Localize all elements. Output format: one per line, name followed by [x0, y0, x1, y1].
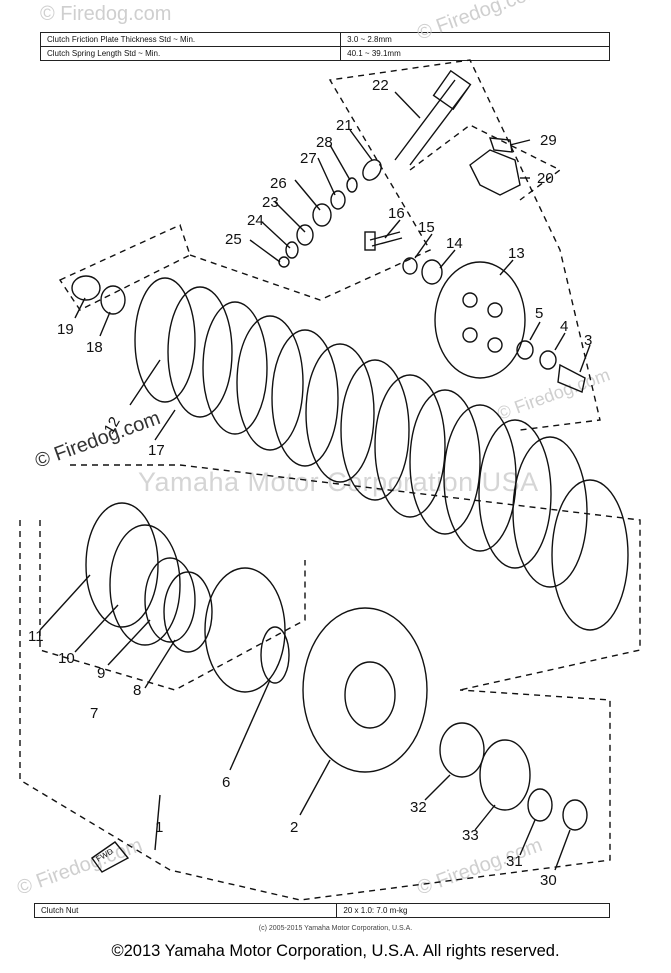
part-label-6: 6 [222, 774, 230, 791]
part-label-32: 32 [410, 799, 427, 816]
part-label-8: 8 [133, 682, 141, 699]
part-label-33: 33 [462, 827, 479, 844]
spring-plate-9 [144, 557, 196, 643]
washer-24 [285, 241, 299, 259]
plate-stack [134, 277, 629, 631]
needle-bearing-33 [479, 739, 531, 811]
dashed-outline-plates [70, 464, 641, 691]
part-label-3: 3 [584, 332, 592, 349]
part-label-22: 22 [372, 77, 389, 94]
part-label-18: 18 [86, 339, 103, 356]
part-label-7: 7 [90, 705, 98, 722]
part-label-11: 11 [28, 628, 44, 645]
part-label-29: 29 [540, 132, 557, 149]
primary-driven-gear-2 [302, 607, 428, 773]
part-label-13: 13 [508, 245, 525, 262]
clip-29 [488, 137, 513, 153]
dashed-outline-upper [189, 59, 601, 431]
spring-14 [421, 259, 443, 285]
part-label-4: 4 [560, 318, 568, 335]
part-label-9: 9 [97, 665, 105, 682]
lock-washer-18 [100, 285, 126, 315]
spec-value: 20 x 1.0: 7.0 m-kg [336, 903, 610, 918]
nut-23 [296, 224, 314, 246]
bolt-head [364, 231, 376, 251]
watermark-firedog: © Firedog.com [414, 0, 545, 45]
plate-11 [85, 502, 159, 628]
washer-30 [562, 799, 588, 831]
push-rod [394, 79, 469, 166]
plate-10 [109, 524, 181, 646]
ball-28 [346, 177, 358, 193]
part-label-21: 21 [336, 117, 353, 134]
bolt-3 [557, 363, 586, 393]
part-label-31: 31 [506, 853, 523, 870]
spec-row: Clutch Nut 20 x 1.0: 7.0 m-kg [33, 903, 610, 918]
piece-26 [312, 203, 332, 227]
washer-15 [402, 257, 418, 275]
part-label-24: 24 [247, 212, 264, 229]
watermark-firedog: © Firedog.com [414, 834, 545, 900]
part-label-17: 17 [148, 442, 165, 459]
bearing-32 [439, 722, 485, 778]
nut-25 [278, 256, 290, 268]
part-label-23: 23 [262, 194, 279, 211]
dashed-outline-boss [39, 520, 306, 691]
watermark-firedog-main: © Firedog.com [32, 407, 163, 473]
watermark-firedog: © Firedog.com [40, 3, 171, 25]
copyright-footer: ©2013 Yamaha Motor Corporation, U.S.A. A… [111, 942, 560, 960]
watermark-firedog: © Firedog.com [495, 364, 613, 423]
part-label-10: 10 [58, 650, 75, 667]
part-label-5: 5 [535, 305, 543, 322]
spec-item: Clutch Spring Length Std ~ Min. [39, 46, 342, 61]
part-label-25: 25 [225, 231, 242, 248]
spec-row: Clutch Friction Plate Thickness Std ~ Mi… [39, 32, 610, 47]
copyright-small: (c) 2005-2015 Yamaha Motor Corporation, … [258, 925, 413, 932]
part-label-15: 15 [418, 219, 435, 236]
part-label-19: 19 [57, 321, 74, 338]
part-label-16: 16 [388, 205, 405, 222]
part-label-30: 30 [540, 872, 557, 889]
part-label-20: 20 [537, 170, 554, 187]
spec-table-top: Clutch Friction Plate Thickness Std ~ Mi… [39, 32, 610, 61]
spec-table-bottom: Clutch Nut 20 x 1.0: 7.0 m-kg [33, 903, 610, 918]
spring-21 [362, 159, 382, 181]
part-label-1: 1 [155, 819, 163, 836]
seat-plate-8 [163, 571, 213, 653]
dashed-outline-lever [409, 124, 562, 201]
spec-row: Clutch Spring Length Std ~ Min. 40.1 ~ 3… [39, 46, 610, 61]
watermark-firedog: © Firedog.com [14, 834, 145, 900]
nut-5 [516, 340, 534, 360]
spacer-31 [527, 788, 553, 822]
part-label-28: 28 [316, 134, 333, 151]
spec-item: Clutch Nut [33, 903, 338, 918]
nut-19 [71, 275, 101, 301]
part-label-27: 27 [300, 150, 317, 167]
pressure-plate-13 [434, 261, 526, 379]
part-label-2: 2 [290, 819, 298, 836]
part-label-26: 26 [270, 175, 287, 192]
spec-value: 40.1 ~ 39.1mm [340, 46, 610, 61]
release-lever-20 [469, 149, 521, 196]
piece-27 [330, 190, 346, 210]
thrust-washer-6 [260, 626, 290, 684]
adjuster-screw [432, 69, 472, 111]
part-label-14: 14 [446, 235, 463, 252]
dashed-outline-nut [58, 224, 191, 311]
washer-4 [539, 350, 557, 370]
clutch-boss-7 [204, 567, 286, 693]
part-label-12: 12 [101, 414, 124, 437]
